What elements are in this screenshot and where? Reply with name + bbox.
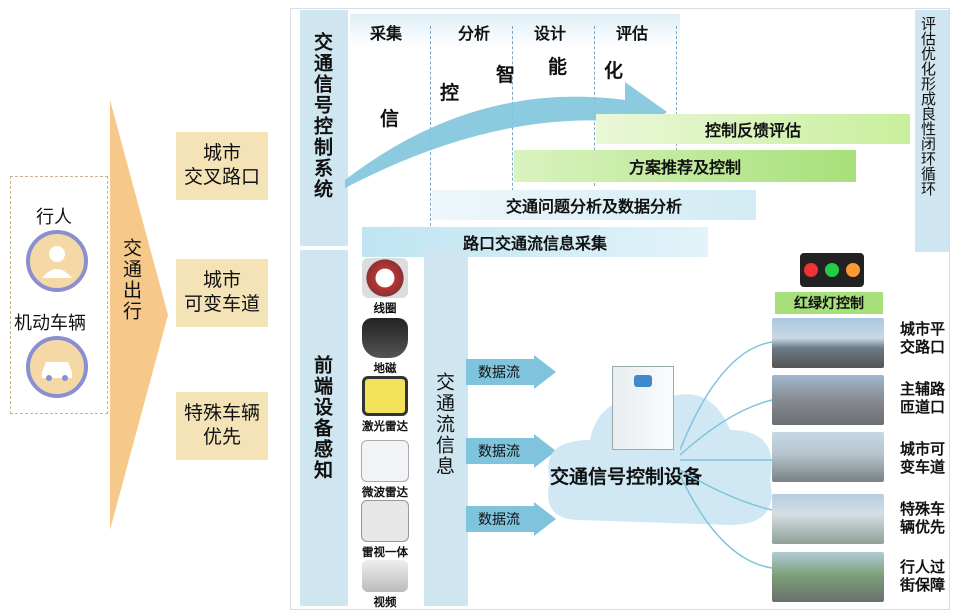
device-lidar: 激光雷达 <box>356 376 414 434</box>
stage-evaluate: 评估 <box>615 24 648 43</box>
loop-column <box>915 10 949 252</box>
scene-label-2: 主辅路 匝道口 <box>900 380 946 416</box>
divider-1 <box>430 26 431 226</box>
frontend-column <box>300 250 348 606</box>
device-magnetic: 地磁 <box>356 318 414 376</box>
diag-word-4: 能 <box>548 56 568 78</box>
scenario-variable-lane: 城市 可变车道 <box>176 259 268 327</box>
device-microwave: 微波雷达 <box>356 440 414 500</box>
flow-info-label: 交通流信息 <box>433 372 455 477</box>
connector-lines <box>680 341 773 569</box>
system-frame <box>290 8 950 610</box>
data-flow-label-1: 数据流 <box>478 365 520 381</box>
layer-analysis: 交通问题分析及数据分析 <box>432 190 756 220</box>
scene-photo-ramp <box>772 375 884 425</box>
scene-label-1: 城市平 交路口 <box>900 320 946 356</box>
scene-label-3: 城市可 变车道 <box>900 440 946 476</box>
control-device-label: 交通信号控制设备 <box>550 466 703 488</box>
diag-word-3: 智 <box>496 64 516 86</box>
layer-feedback: 控制反馈评估 <box>596 114 910 144</box>
device-radar-video: 雷视一体 <box>356 500 414 560</box>
pedestrian-icon <box>26 230 88 292</box>
system-title-column <box>300 10 348 246</box>
traffic-light-icon <box>800 253 864 287</box>
scenario-intersection: 城市 交叉路口 <box>176 132 268 200</box>
scene-label-4: 特殊车 辆优先 <box>900 500 946 536</box>
diag-word-5: 化 <box>604 60 624 82</box>
stage-analyze: 分析 <box>457 24 490 43</box>
stage-header-band <box>350 14 680 48</box>
travel-arrow <box>110 100 168 530</box>
diag-word-1: 信 <box>380 108 400 130</box>
light-control-label: 红绿灯控制 <box>775 292 883 314</box>
frontend-title: 前端设备感知 <box>311 355 333 481</box>
scene-photo-pedestrian <box>772 552 884 602</box>
vehicle-icon <box>26 336 88 398</box>
scenario-special-vehicle: 特殊车辆 优先 <box>176 392 268 460</box>
actor-label-vehicle: 机动车辆 <box>14 313 86 334</box>
diag-word-2: 控 <box>440 82 460 104</box>
stage-collect: 采集 <box>369 24 402 43</box>
stage-design: 设计 <box>533 24 566 43</box>
divider-4 <box>676 26 677 166</box>
scene-photo-special-vehicle <box>772 494 884 544</box>
flow-info-column <box>424 250 468 606</box>
device-video: 视频 <box>356 560 414 610</box>
travel-label: 交通出行 <box>120 238 142 322</box>
device-coil: 线圈 <box>356 258 414 316</box>
scene-photo-variable-lane <box>772 432 884 482</box>
layer-collect: 路口交通流信息采集 <box>362 227 708 257</box>
actors-box <box>10 176 108 414</box>
data-flow-label-2: 数据流 <box>478 444 520 460</box>
layer-plan: 方案推荐及控制 <box>514 150 856 182</box>
data-flow-arrow-2 <box>466 434 556 468</box>
data-flow-arrow-3 <box>466 502 556 536</box>
actor-label-pedestrian: 行人 <box>36 207 72 228</box>
signal-cabinet-icon <box>612 366 674 450</box>
scene-photo-intersection <box>772 318 884 368</box>
data-flow-label-3: 数据流 <box>478 512 520 528</box>
loop-label: 评估优化形成良性闭环循环 <box>919 16 937 196</box>
smart-arrow <box>345 82 667 188</box>
scene-label-5: 行人过 街保障 <box>900 558 946 594</box>
data-flow-arrow-1 <box>466 355 556 389</box>
system-title: 交通信号控制系统 <box>311 32 333 200</box>
